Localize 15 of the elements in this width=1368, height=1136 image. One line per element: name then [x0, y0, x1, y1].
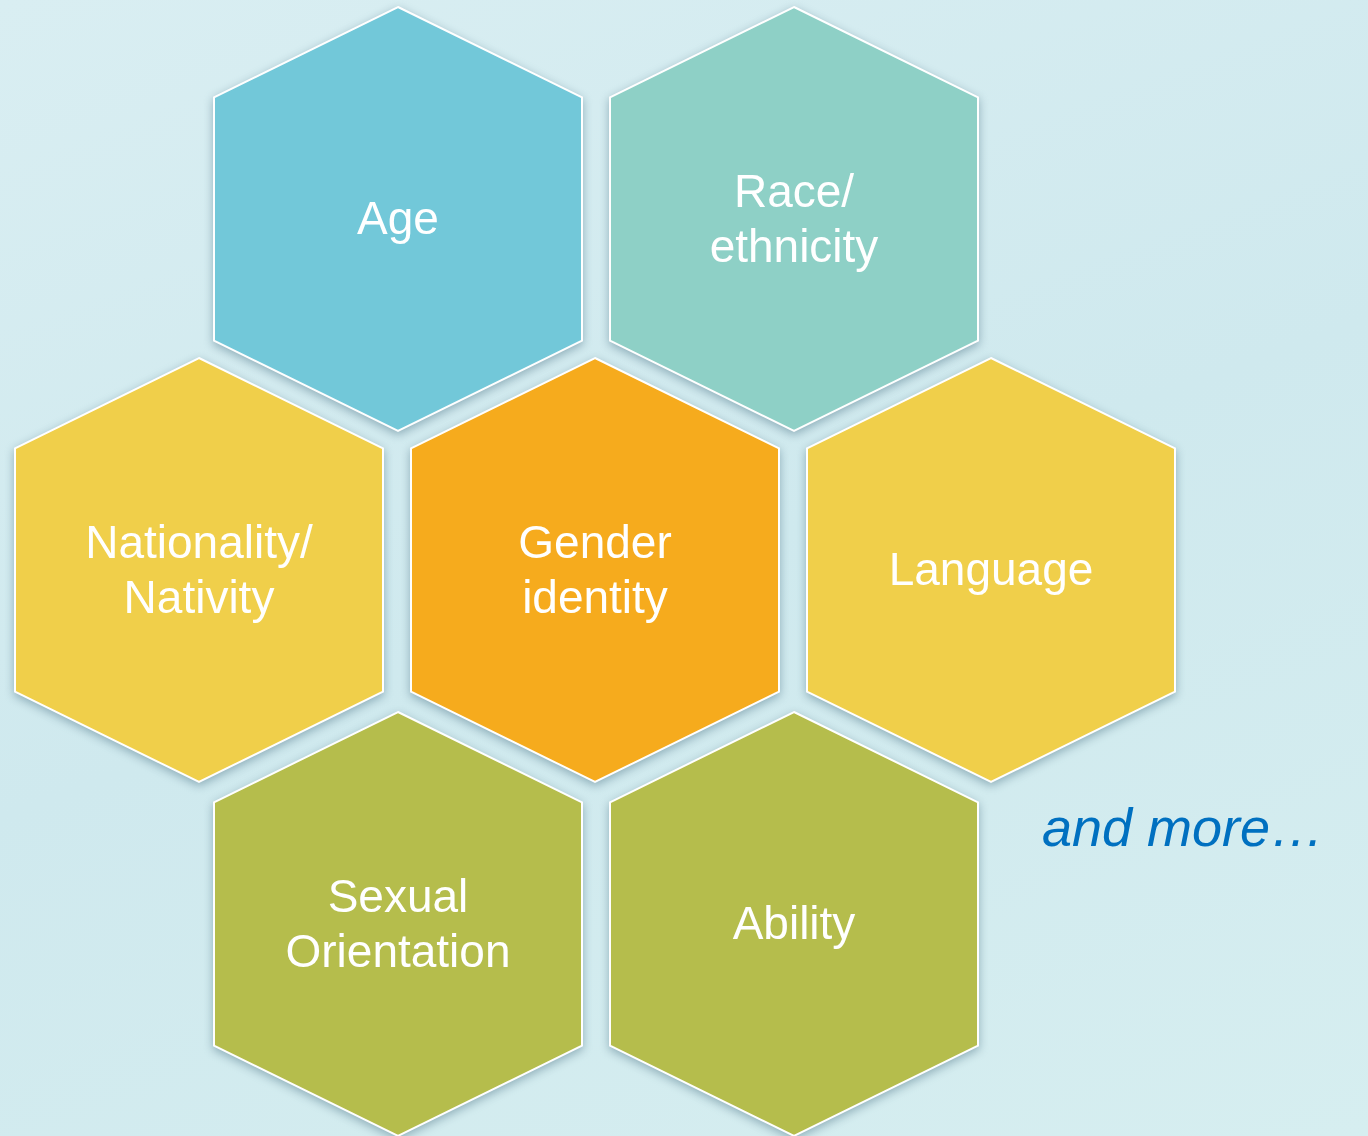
- hexagon-tile: [214, 7, 582, 431]
- hexagon-tile: [610, 712, 978, 1136]
- tile-label: Ability: [731, 896, 857, 952]
- tile-label: Race/ ethnicity: [708, 163, 880, 274]
- hexagon-tile: [15, 358, 383, 782]
- note-text: and more…: [1042, 796, 1325, 858]
- hexagon-tile: [411, 358, 779, 782]
- tile-label: Language: [887, 542, 1095, 598]
- hexagon-tile: [807, 358, 1175, 782]
- tile-label: Nationality/ Nativity: [84, 514, 314, 625]
- tile-label: Gender identity: [517, 514, 673, 625]
- hexagon-tile: [610, 7, 978, 431]
- tile-label: Sexual Orientation: [284, 868, 512, 979]
- hexagon-tile: [214, 712, 582, 1136]
- tile-label: Age: [356, 191, 440, 247]
